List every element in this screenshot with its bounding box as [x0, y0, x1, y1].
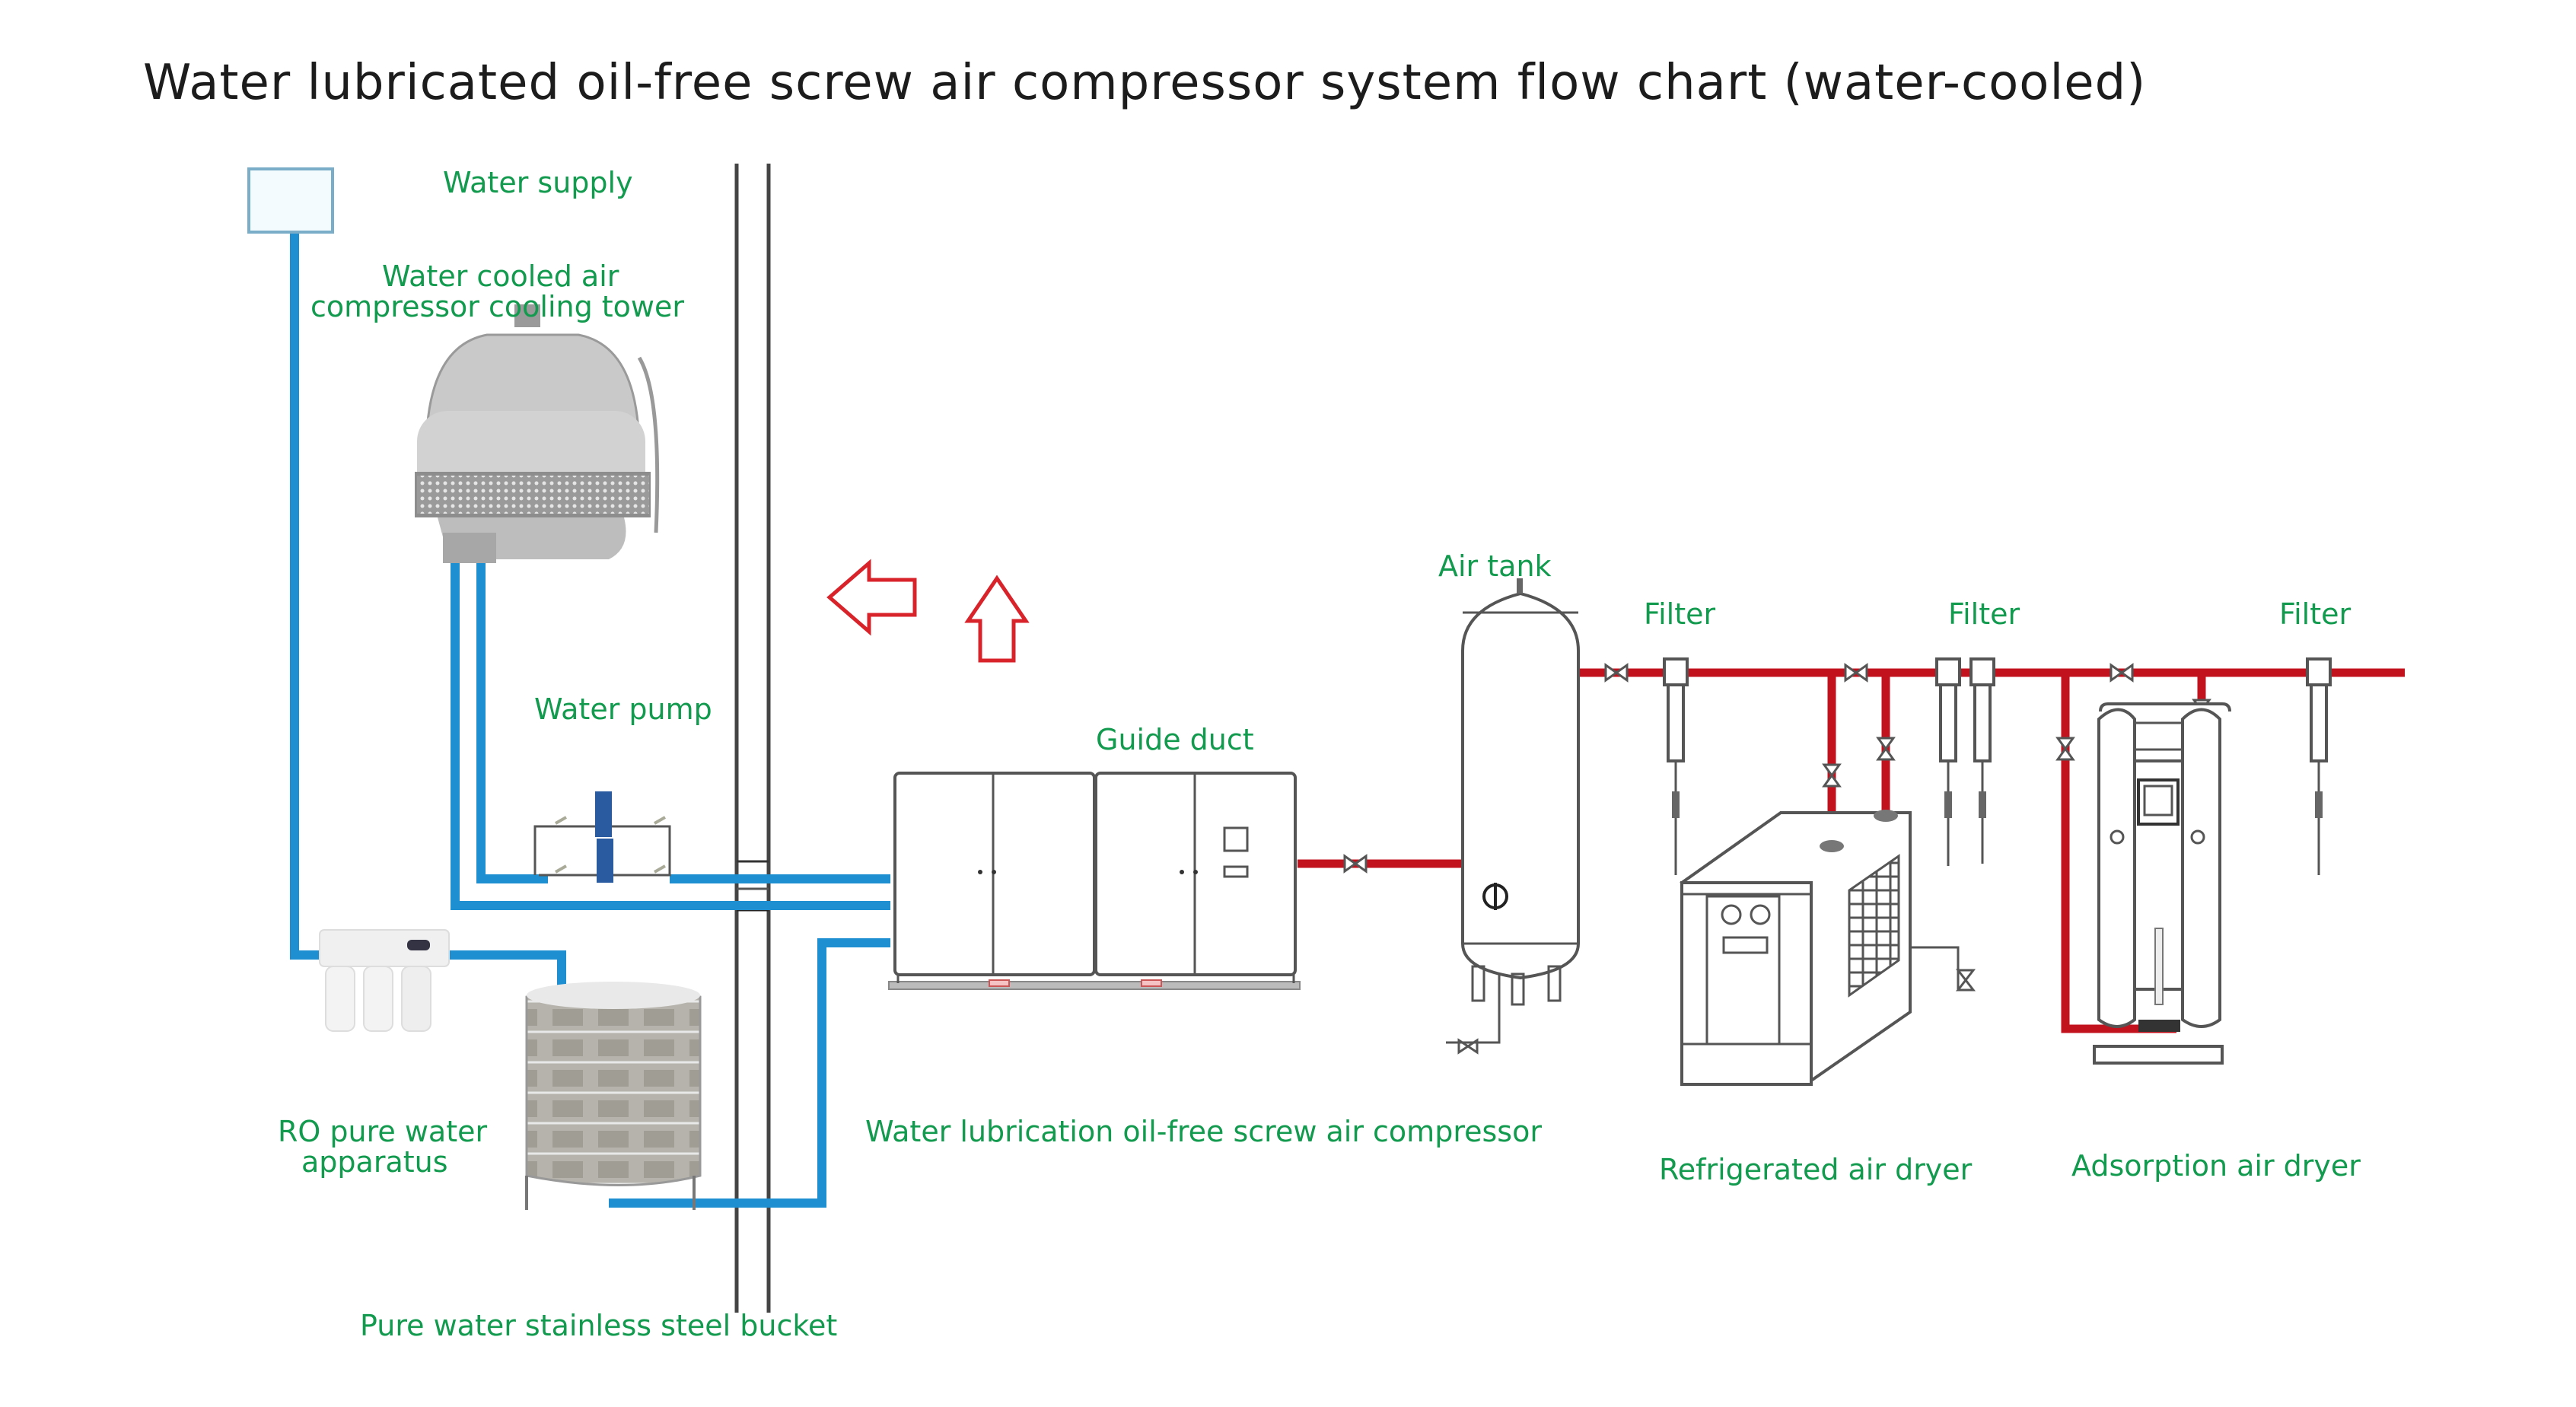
valve-icon: [1343, 854, 1368, 874]
stainless-bucket: [525, 982, 702, 1210]
label-refrigerated-dryer: Refrigerated air dryer: [1659, 1153, 1973, 1186]
valve-icon: [1822, 763, 1842, 788]
filter-unit-3: [1969, 657, 1995, 864]
label-bucket: Pure water stainless steel bucket: [360, 1309, 837, 1342]
label-air-tank: Air tank: [1438, 549, 1552, 583]
label-adsorption-dryer: Adsorption air dryer: [2071, 1149, 2361, 1183]
label-cooling-tower-line1: Water cooled air: [382, 259, 619, 293]
label-compressor: Water lubrication oil-free screw air com…: [865, 1115, 1542, 1148]
valve-icon: [2110, 663, 2134, 683]
labels: Water supply Water cooled air compressor…: [278, 166, 2361, 1342]
label-water-supply: Water supply: [443, 166, 633, 199]
flow-arrow-up-icon: [964, 575, 1030, 663]
label-filter-3: Filter: [2279, 597, 2351, 631]
refrigerated-dryer: [1680, 810, 1960, 1086]
valve-icon: [1876, 737, 1896, 761]
valve-icon: [1604, 663, 1629, 683]
label-ro-line1: RO pure water: [278, 1115, 487, 1148]
adsorption-dryer: [2093, 702, 2231, 1065]
label-guide-duct: Guide duct: [1096, 723, 1254, 756]
water-pump: [533, 791, 671, 883]
water-pipes: [290, 232, 890, 1208]
cooling-tower: [415, 304, 660, 563]
filters: [1663, 657, 2332, 875]
water-supply-box: [247, 167, 334, 234]
air-tank: [1446, 578, 1580, 1044]
diagram-title: Water lubricated oil-free screw air comp…: [143, 55, 2146, 111]
wall: [734, 164, 771, 1313]
label-ro-line2: apparatus: [301, 1145, 448, 1179]
label-cooling-tower-line2: compressor cooling tower: [310, 290, 684, 323]
filter-unit-4: [2306, 657, 2332, 875]
flow-arrow-left-icon: [826, 559, 917, 636]
label-filter-2: Filter: [1948, 597, 2020, 631]
filter-unit-2: [1935, 657, 1961, 866]
valve-icon: [1955, 969, 1976, 992]
label-filter-1: Filter: [1644, 597, 1715, 631]
air-compressor: [888, 772, 1301, 990]
ro-apparatus: [319, 929, 450, 1032]
label-water-pump: Water pump: [534, 692, 712, 726]
valve-icon: [1844, 663, 1868, 683]
valve-icon: [2055, 737, 2075, 761]
filter-unit-1: [1663, 657, 1689, 875]
